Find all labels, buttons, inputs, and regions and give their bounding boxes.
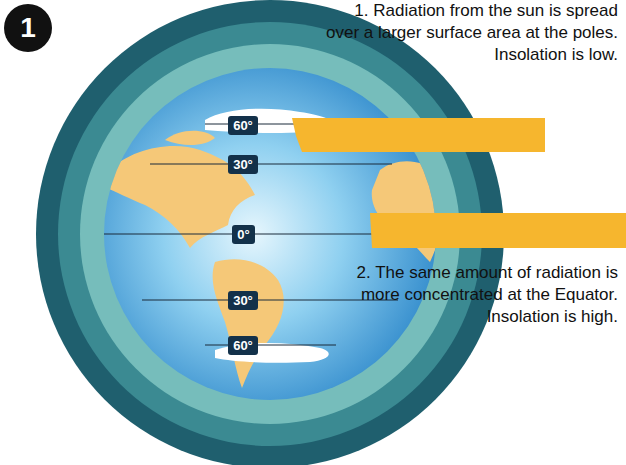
sun-ray-equator <box>370 213 626 248</box>
latitude-text: 30° <box>233 157 253 172</box>
sun-ray-poles <box>292 118 545 152</box>
callout-badge: 1 <box>4 4 52 52</box>
latitude-label: 30° <box>228 291 258 310</box>
callout-number: 1 <box>20 12 36 44</box>
latitude-label: 0° <box>232 225 255 244</box>
continents <box>100 131 446 388</box>
latitude-text: 60° <box>233 118 253 133</box>
latitude-label: 60° <box>228 116 258 135</box>
latitude-text: 30° <box>233 293 253 308</box>
latitude-text: 60° <box>233 338 253 353</box>
explanation-note: 1. Radiation from the sun is spread over… <box>318 0 618 66</box>
latitude-label: 30° <box>228 155 258 174</box>
latitude-label: 60° <box>228 336 258 355</box>
latitude-text: 0° <box>237 227 249 242</box>
explanation-note: 2. The same amount of radiation is more … <box>318 262 618 328</box>
